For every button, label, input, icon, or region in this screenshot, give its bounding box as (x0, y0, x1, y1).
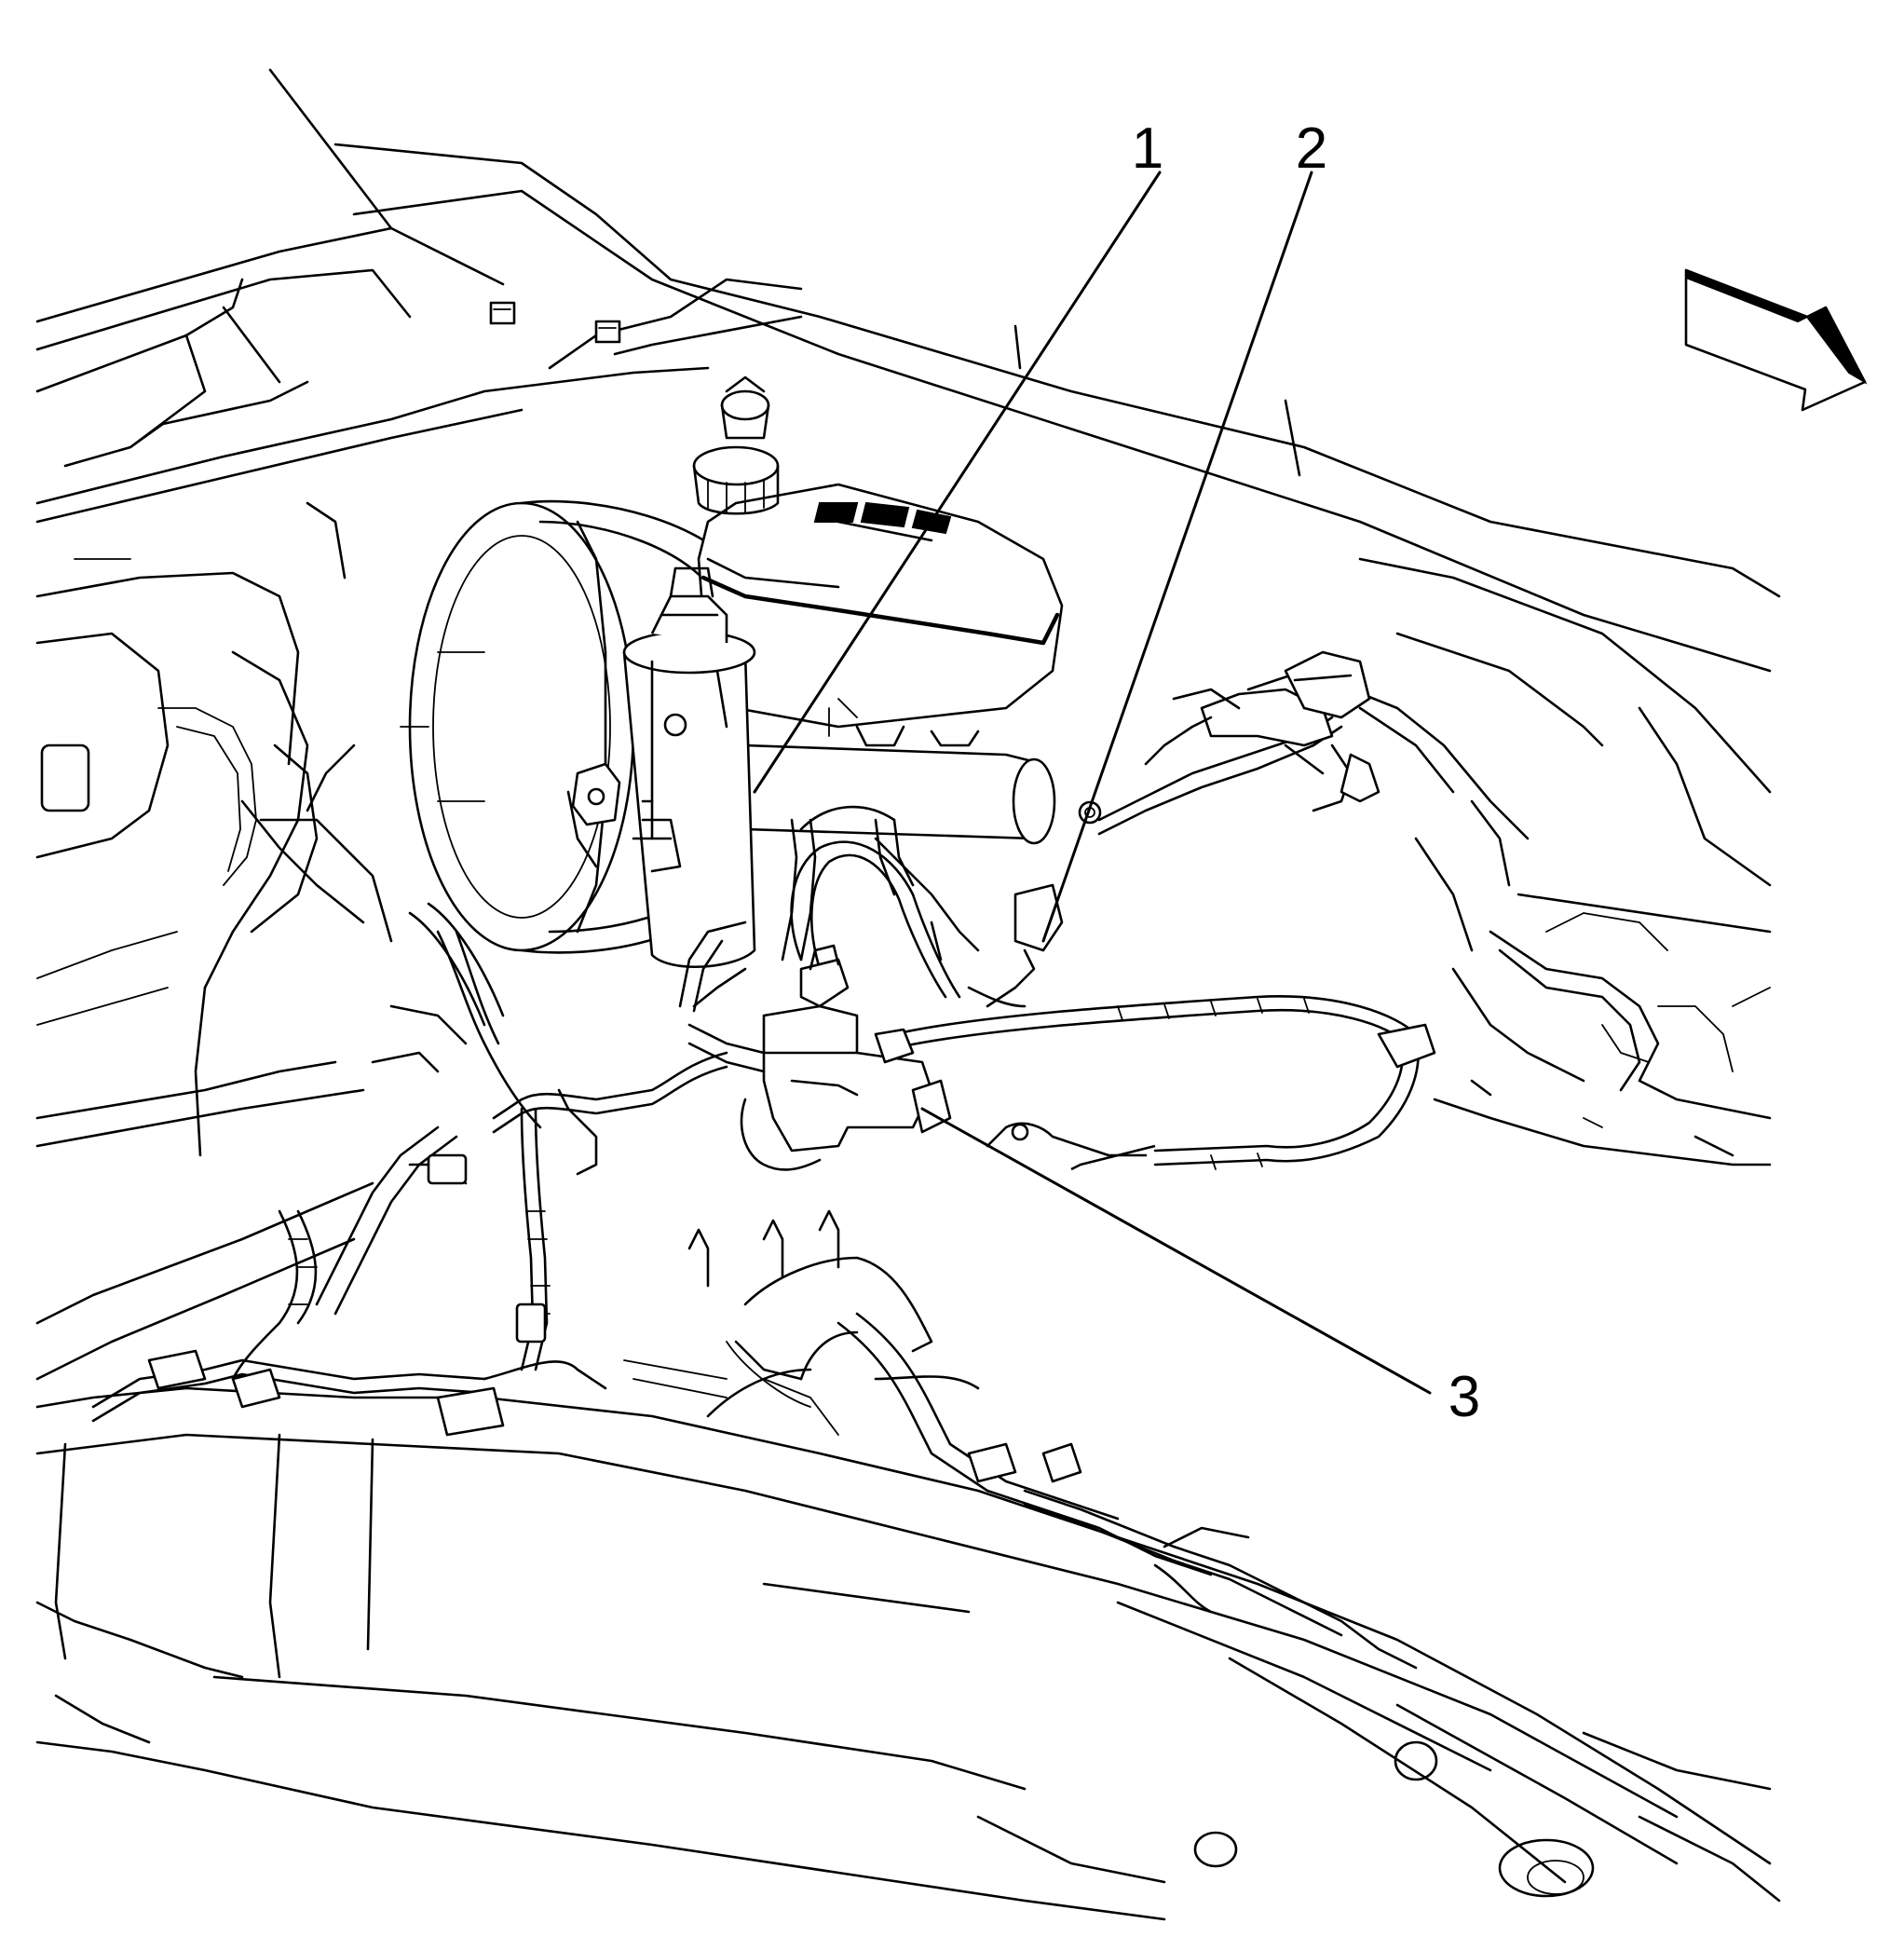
callout-2: 2 (1041, 116, 1327, 943)
callout-label-2: 2 (1296, 116, 1327, 181)
direction-arrow-icon (1684, 268, 1868, 412)
master-cylinder (692, 445, 1064, 845)
callouts: 1 2 3 (753, 116, 1480, 1429)
body-structure (35, 68, 1781, 1921)
callout-3: 3 (920, 1107, 1480, 1429)
wiring-harness (91, 650, 1436, 1670)
callout-label-3: 3 (1448, 1365, 1480, 1429)
vacuum-canister (566, 566, 756, 969)
brake-valve (678, 921, 952, 1171)
callout-1: 1 (753, 116, 1163, 794)
callout-label-1: 1 (1132, 116, 1163, 181)
misc-fittings (489, 301, 1102, 1398)
